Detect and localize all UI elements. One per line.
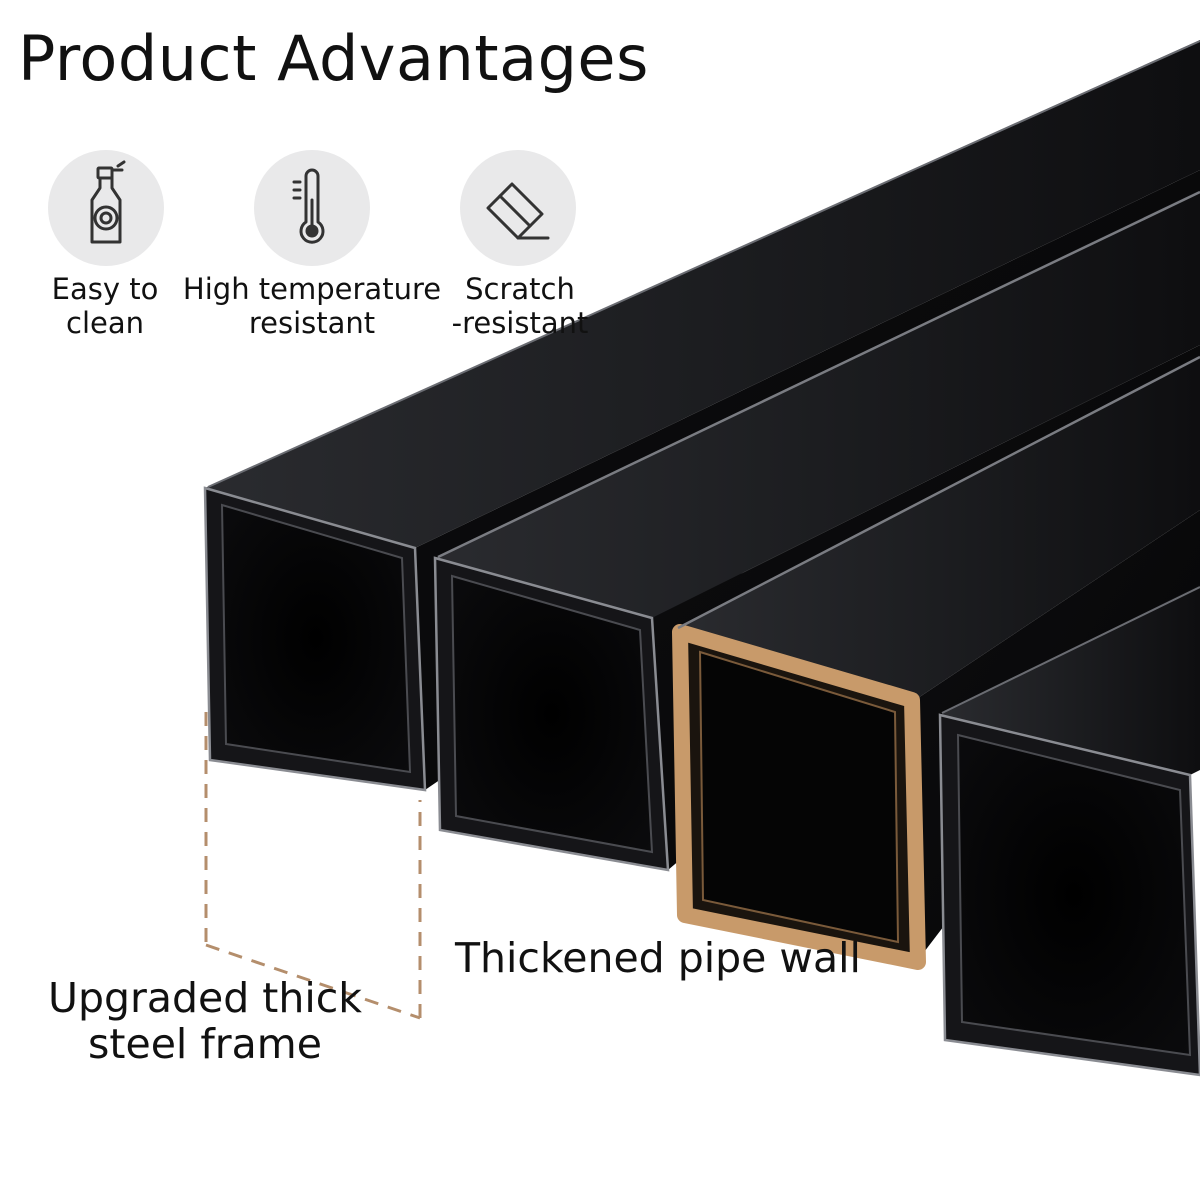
feature-label-scratch-resistant: Scratch -resistant: [440, 272, 600, 340]
tube-4: [938, 585, 1200, 1077]
feature-circle-easy-clean: [48, 150, 164, 266]
dashed-frame-outline: [204, 712, 422, 1020]
feature-label-line2: clean: [66, 306, 144, 340]
callout-thickened-wall: Thickened pipe wall: [455, 935, 861, 981]
spray-bottle-icon: [90, 160, 126, 244]
callout-frame-line2: steel frame: [88, 1020, 322, 1068]
feature-label-line1: High temperature: [182, 272, 442, 306]
feature-label-line1: Scratch: [465, 272, 575, 306]
feature-label-line1: Easy to: [51, 272, 159, 306]
thermometer-icon: [292, 168, 325, 244]
eraser-icon: [486, 182, 550, 240]
feature-label-line2: -resistant: [451, 306, 589, 340]
callout-steel-frame: Upgraded thick steel frame: [40, 975, 370, 1067]
feature-label-high-temperature: High temperature resistant: [170, 272, 454, 340]
feature-label-easy-clean: Easy to clean: [46, 272, 164, 340]
callout-frame-line1: Upgraded thick: [47, 974, 363, 1022]
feature-circle-high-temperature: [254, 150, 370, 266]
callout-wall-text: Thickened pipe wall: [455, 934, 861, 982]
feature-circle-scratch-resistant: [460, 150, 576, 266]
page-title: Product Advantages: [18, 22, 649, 95]
feature-label-line2: resistant: [248, 306, 376, 340]
